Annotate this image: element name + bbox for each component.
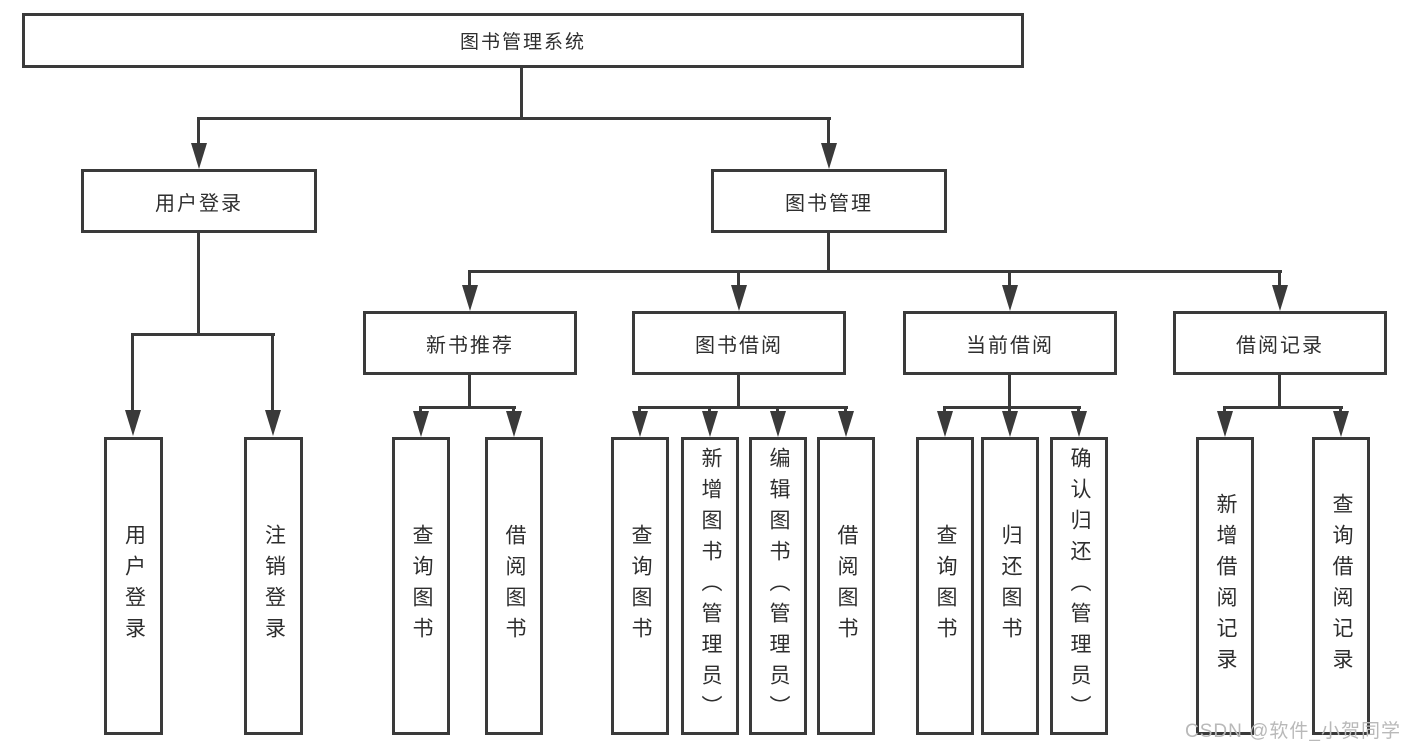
leaf-query-books: 查询图书 (611, 437, 669, 735)
connector-line (468, 375, 471, 408)
leaf-query-borrow-record: 查询借阅记录 (1312, 437, 1370, 735)
node-new-book-recommend: 新书推荐 (363, 311, 577, 375)
leaf-user-login: 用户登录 (104, 437, 163, 735)
connector-line (1278, 375, 1281, 408)
arrow-down-icon (1333, 411, 1349, 437)
connector-line (271, 333, 274, 413)
connector-line (197, 233, 200, 335)
arrow-down-icon (265, 410, 281, 436)
arrow-down-icon (702, 411, 718, 437)
connector-line (827, 117, 830, 147)
arrow-down-icon (821, 143, 837, 169)
arrow-down-icon (1002, 411, 1018, 437)
arrow-down-icon (770, 411, 786, 437)
connector-line (1278, 270, 1281, 286)
connector-line (197, 117, 200, 147)
node-current-borrowing: 当前借阅 (903, 311, 1117, 375)
leaf-add-book-admin: 新增图书（管理员） (681, 437, 739, 735)
connector-line (1008, 375, 1011, 408)
arrow-down-icon (632, 411, 648, 437)
leaf-borrow-books: 借阅图书 (817, 437, 875, 735)
arrow-down-icon (731, 285, 747, 311)
connector-line (468, 270, 1282, 273)
node-user-login-branch: 用户登录 (81, 169, 317, 233)
connector-line (1008, 270, 1011, 286)
leaf-return-book: 归还图书 (981, 437, 1039, 735)
arrow-down-icon (838, 411, 854, 437)
connector-line (737, 375, 740, 408)
connector-line (419, 406, 516, 409)
leaf-borrow-books: 借阅图书 (485, 437, 543, 735)
leaf-add-borrow-record: 新增借阅记录 (1196, 437, 1254, 735)
connector-line (1223, 406, 1343, 409)
arrow-down-icon (937, 411, 953, 437)
arrow-down-icon (1217, 411, 1233, 437)
connector-line (638, 406, 848, 409)
arrow-down-icon (413, 411, 429, 437)
leaf-query-books: 查询图书 (392, 437, 450, 735)
connector-line (943, 406, 1081, 409)
leaf-edit-book-admin: 编辑图书（管理员） (749, 437, 807, 735)
node-library-system: 图书管理系统 (22, 13, 1024, 68)
node-book-management-branch: 图书管理 (711, 169, 947, 233)
arrow-down-icon (506, 411, 522, 437)
connector-line (520, 68, 523, 118)
arrow-down-icon (462, 285, 478, 311)
csdn-watermark: CSDN @软件_小贺同学 (1185, 721, 1401, 742)
arrow-down-icon (191, 143, 207, 169)
node-borrow-records: 借阅记录 (1173, 311, 1387, 375)
node-book-borrowing: 图书借阅 (632, 311, 846, 375)
arrow-down-icon (125, 410, 141, 436)
arrow-down-icon (1071, 411, 1087, 437)
connector-line (827, 233, 830, 272)
leaf-query-books: 查询图书 (916, 437, 974, 735)
leaf-logout: 注销登录 (244, 437, 303, 735)
connector-line (131, 333, 134, 413)
connector-line (737, 270, 740, 286)
connector-line (131, 333, 275, 336)
leaf-confirm-return-admin: 确认归还（管理员） (1050, 437, 1108, 735)
arrow-down-icon (1002, 285, 1018, 311)
connector-line (468, 270, 471, 286)
arrow-down-icon (1272, 285, 1288, 311)
connector-line (198, 117, 831, 120)
